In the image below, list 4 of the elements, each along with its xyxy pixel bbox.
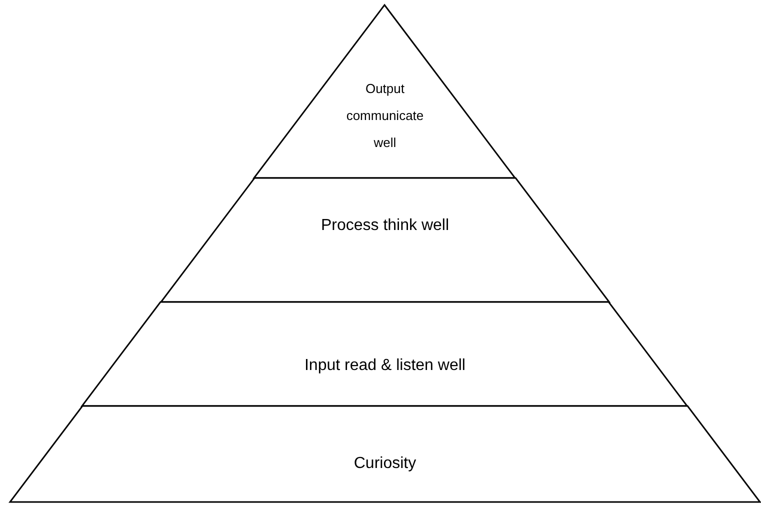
tier-label: Process think well [320,216,450,236]
tier-label: Curiosity [352,454,418,474]
tier-label: Input read & listen well [303,356,466,376]
tier-label: Output communicate well [345,80,425,152]
